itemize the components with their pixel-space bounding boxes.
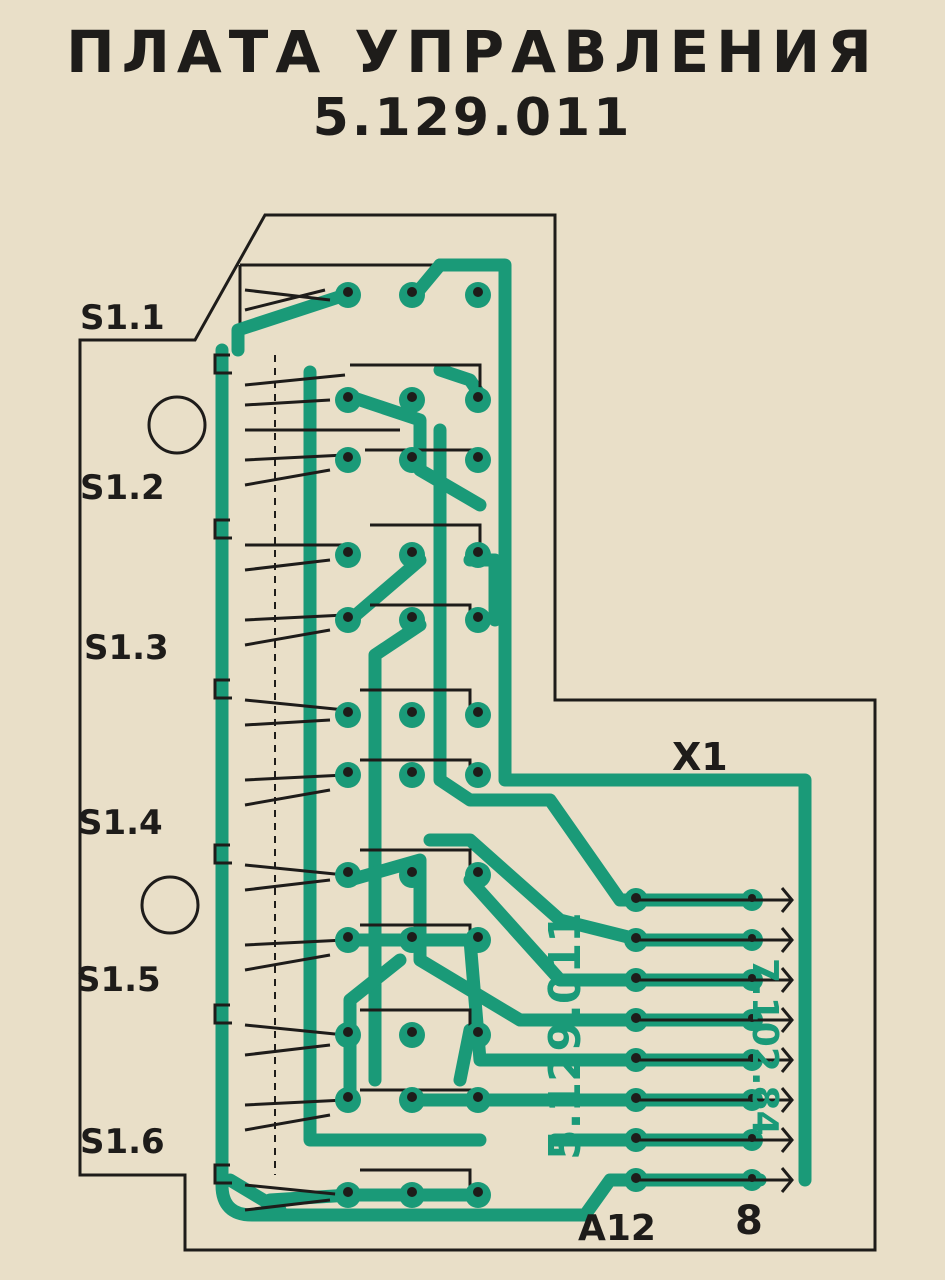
pad-hole: [407, 612, 417, 622]
mounting-hole: [147, 395, 207, 455]
pad-hole: [407, 1092, 417, 1102]
pad-hole: [407, 867, 417, 877]
bracket-mark: [213, 678, 232, 700]
connector-pin-line: [636, 1127, 794, 1153]
pad-hole: [343, 612, 353, 622]
pad-hole: [407, 1027, 417, 1037]
switch-label-s1-3: S1.3: [84, 628, 169, 668]
copper-trace: [263, 1188, 487, 1207]
bracket-mark: [213, 518, 232, 540]
pad-hole: [473, 767, 483, 777]
copper-part-number: 5.129.011: [540, 912, 591, 1160]
document-number: 5.129.011: [312, 88, 633, 148]
copper-trace: [368, 618, 427, 1087]
pad-hole: [473, 452, 483, 462]
copper-trace: [343, 953, 407, 1107]
pad-hole: [473, 612, 483, 622]
pad-hole: [407, 932, 417, 942]
switch-label-s1-6: S1.6: [80, 1122, 165, 1162]
board-label: A12: [578, 1208, 656, 1249]
pad-hole: [343, 1187, 353, 1197]
pad-hole: [473, 1187, 483, 1197]
pad-hole: [473, 867, 483, 877]
connector-pin-line: [636, 927, 794, 953]
connector-pin-line: [636, 887, 794, 913]
copper-trace: [343, 553, 427, 627]
connector-pins: [624, 887, 794, 1193]
pad-hole: [407, 1187, 417, 1197]
pad-hole: [407, 287, 417, 297]
switch-label-s1-5: S1.5: [76, 960, 161, 1000]
pad-hole: [343, 1092, 353, 1102]
pad-hole: [343, 932, 353, 942]
pad-hole: [473, 707, 483, 717]
switch-label-s1-4: S1.4: [78, 803, 163, 843]
copper-trace: [303, 365, 487, 1147]
pad-hole: [407, 767, 417, 777]
switch-label-s1-1: S1.1: [80, 298, 165, 338]
pad-hole: [473, 547, 483, 557]
bracket-mark: [213, 843, 232, 865]
board-outline: [78, 213, 877, 1252]
pad-hole: [343, 452, 353, 462]
copper-trace: [223, 1173, 287, 1217]
pad-hole: [343, 1027, 353, 1037]
pad-hole: [473, 932, 483, 942]
switch-label-s1-2: S1.2: [80, 468, 165, 508]
pad-hole: [407, 707, 417, 717]
connector-pin-line: [636, 1167, 794, 1193]
pad-hole: [343, 767, 353, 777]
contact-line: [244, 1008, 472, 1057]
copper-date: 7.102.84: [744, 958, 785, 1136]
pad-hole: [473, 287, 483, 297]
bracket-mark: [213, 353, 232, 375]
pad-hole: [473, 1092, 483, 1102]
solder-pads: [335, 282, 491, 1208]
connector-pin-line: [636, 967, 794, 993]
mounting-hole: [140, 875, 200, 935]
pad-hole: [473, 392, 483, 402]
pad-hole: [343, 547, 353, 557]
page-title: ПЛАТА УПРАВЛЕНИЯ: [66, 18, 879, 86]
pad-hole: [343, 287, 353, 297]
pad-hole: [407, 392, 417, 402]
copper-trace: [338, 388, 487, 512]
copper-trace: [433, 423, 762, 907]
copper-trace: [231, 288, 352, 357]
connector-pin-line: [636, 1047, 794, 1073]
pad-hole: [343, 867, 353, 877]
contact-line: [244, 363, 482, 432]
copper-trace: [215, 343, 767, 1222]
connector-pin-line: [636, 1087, 794, 1113]
copper-trace: [433, 258, 812, 1187]
pad-hole: [407, 547, 417, 557]
bracket-mark: [213, 1003, 232, 1025]
pad-hole: [343, 392, 353, 402]
bracket-mark: [213, 1163, 232, 1185]
connector-label: X1: [672, 735, 728, 779]
copper-trace: [343, 853, 762, 1027]
connector-pin-line: [636, 1007, 794, 1033]
pin-number-label: 8: [735, 1198, 763, 1244]
pad-hole: [473, 1027, 483, 1037]
contact-line: [244, 288, 331, 312]
pad-hole: [343, 707, 353, 717]
pad-hole: [407, 452, 417, 462]
